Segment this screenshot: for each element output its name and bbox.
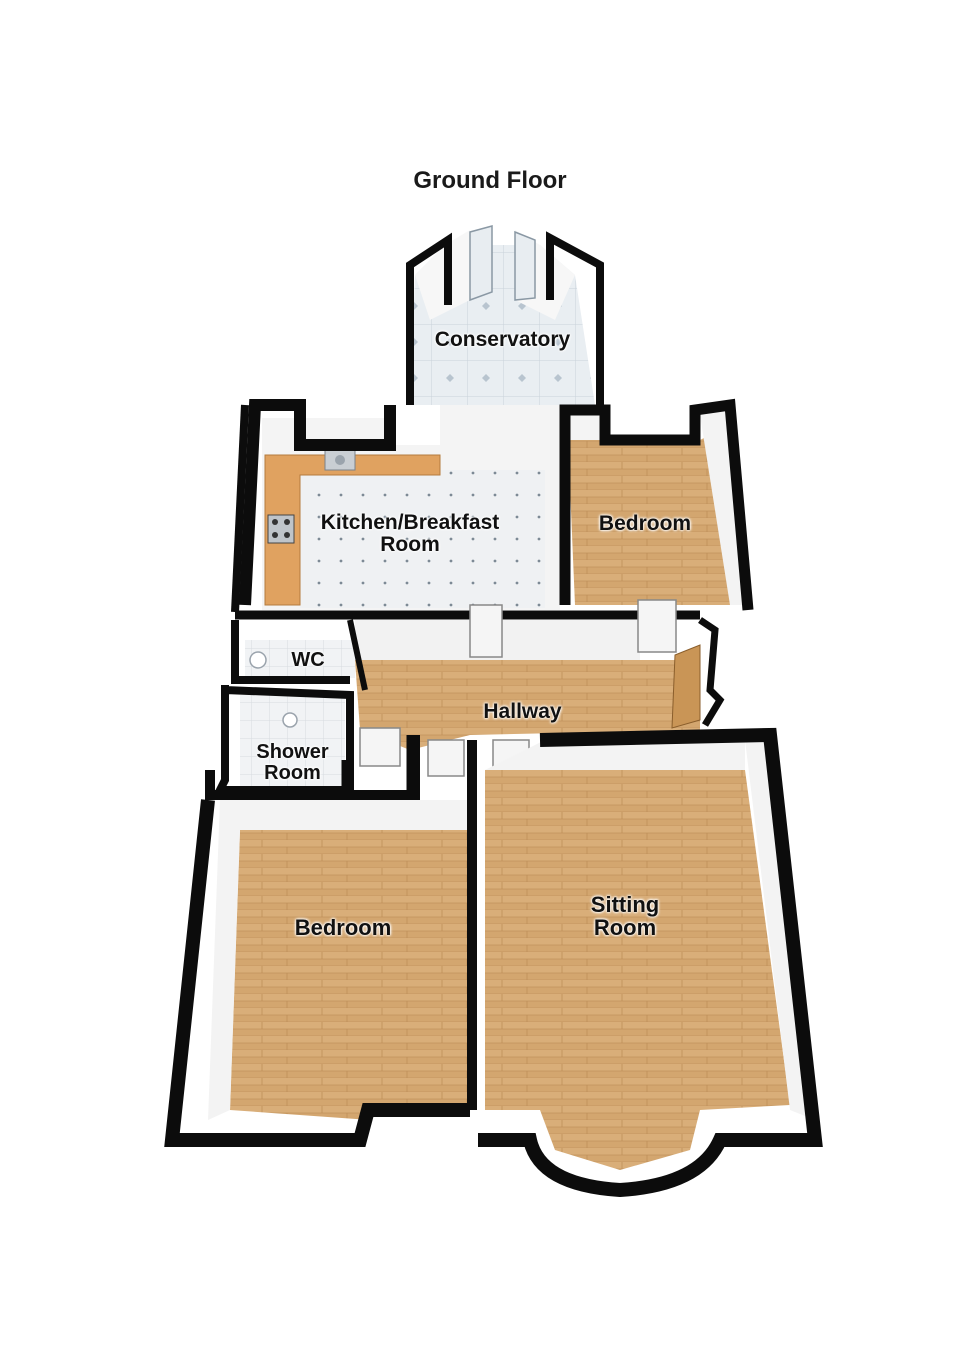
wc-area: [231, 619, 368, 691]
room-label-sitting-line1: Sitting: [590, 892, 660, 917]
room-label-bedroom-top: Bedroom: [598, 512, 692, 535]
room-label-wc: WC: [291, 649, 325, 671]
room-label-shower-line1: Shower: [256, 741, 329, 763]
floor-title: Ground Floor: [413, 167, 567, 194]
room-label-sitting-line2: Room: [593, 915, 657, 941]
room-label-bedroom-bottom: Bedroom: [294, 915, 392, 940]
hallway-area: [235, 599, 725, 777]
room-label-hallway: Hallway: [483, 700, 562, 723]
room-label-kitchen-line2: Room: [380, 533, 440, 557]
room-label-shower-line2: Room: [264, 762, 321, 784]
room-label-kitchen-line1: Kitchen/Breakfast: [320, 511, 500, 534]
room-label-kitchen: Kitchen/Breakfast Room: [295, 511, 525, 557]
sitting-room-area: [478, 727, 823, 1198]
room-label-shower-room: Shower Room: [240, 742, 345, 784]
kitchen-area: [231, 399, 560, 613]
bedroom-bottom-area: [164, 735, 477, 1147]
bedroom-top-area: [559, 398, 754, 611]
room-label-conservatory: Conservatory: [434, 328, 571, 351]
room-label-sitting-room: Sitting Room: [570, 893, 680, 939]
